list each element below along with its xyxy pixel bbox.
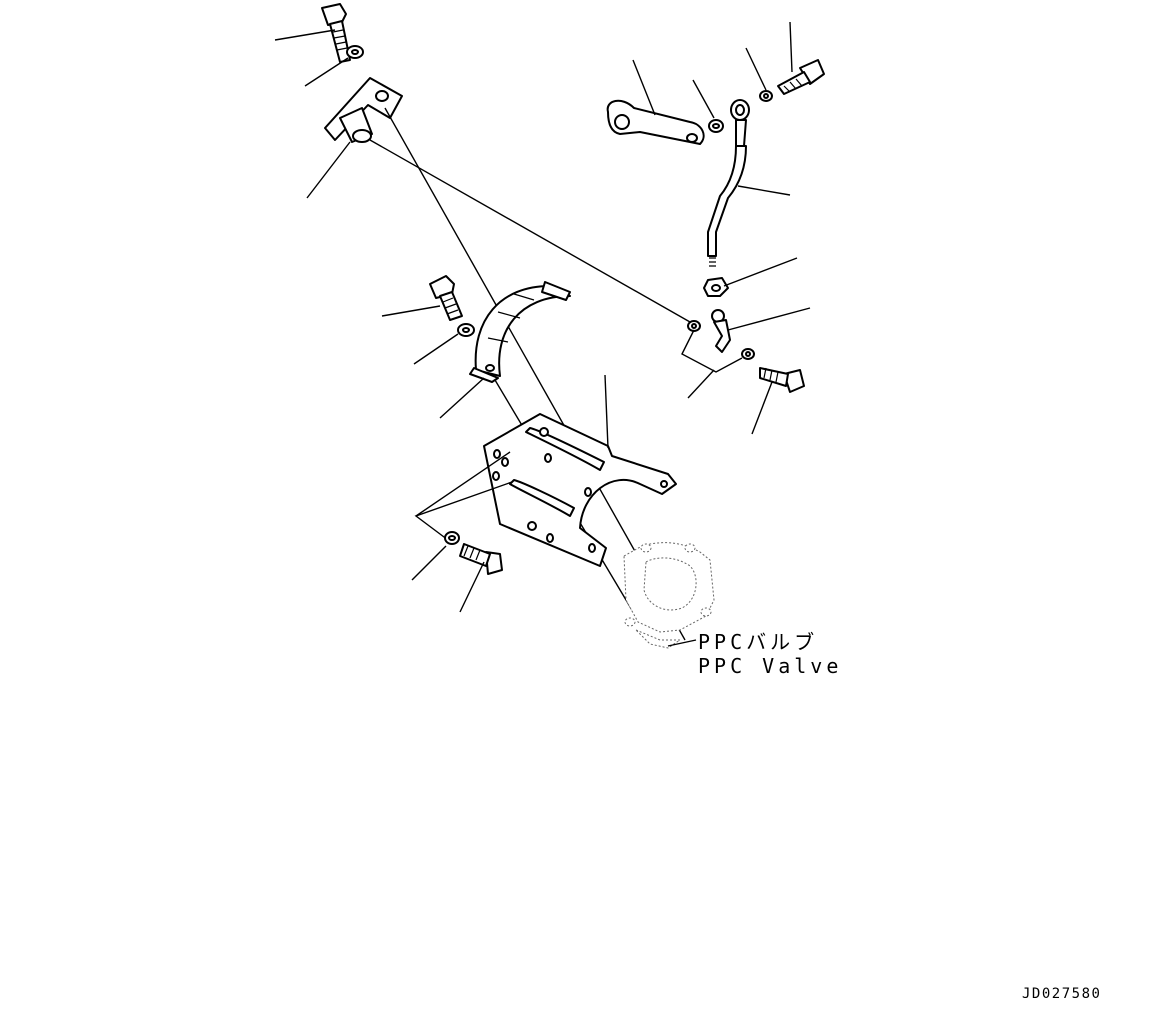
mount-bracket-upper	[324, 77, 403, 143]
ppc-valve-outline	[623, 542, 715, 649]
drawing-id: JD027580	[1022, 986, 1102, 1002]
nut	[703, 277, 729, 297]
washer-bottom	[444, 531, 460, 545]
leader-line	[306, 141, 351, 199]
leader-line	[304, 57, 349, 87]
ppc-valve-label-jp: PPCバルブ	[698, 630, 819, 654]
leader-line	[413, 333, 459, 365]
leader-line	[411, 545, 447, 581]
link-rod	[707, 99, 750, 267]
leader-line	[789, 21, 793, 73]
leader-line	[727, 307, 811, 331]
bolt-bottom	[459, 543, 503, 575]
washer-mid-right	[687, 320, 701, 332]
bolt-top-left	[321, 3, 351, 63]
elbow-joint	[711, 309, 731, 353]
leader-line	[415, 451, 511, 517]
mounting-plate	[483, 413, 677, 567]
leader-line	[381, 305, 441, 317]
half-clamp	[469, 281, 571, 383]
washer-middle-left	[457, 323, 475, 337]
bolt-right	[759, 367, 805, 393]
washer-bottom-right	[741, 348, 755, 360]
leader-line	[632, 59, 656, 116]
leader-line	[274, 29, 336, 41]
leader-line	[459, 561, 485, 613]
leader-line	[751, 381, 773, 435]
lever	[606, 99, 705, 145]
washer-top-left	[346, 45, 364, 59]
leader-bracket	[681, 329, 743, 373]
leader-line	[439, 377, 485, 419]
ppc-valve-label-en: PPC Valve	[698, 654, 843, 678]
leader-line	[737, 185, 791, 196]
leader-line	[687, 369, 715, 399]
bolt-middle-left	[429, 275, 463, 321]
leader-line	[604, 374, 609, 449]
guide-line	[369, 139, 691, 323]
leader-line	[692, 79, 715, 119]
washer-lever	[708, 119, 724, 133]
leader-line	[723, 257, 798, 287]
leader-line	[745, 47, 767, 91]
leader-line	[667, 639, 697, 647]
washer-top-right	[759, 90, 773, 102]
bolt-top-right	[777, 59, 825, 95]
